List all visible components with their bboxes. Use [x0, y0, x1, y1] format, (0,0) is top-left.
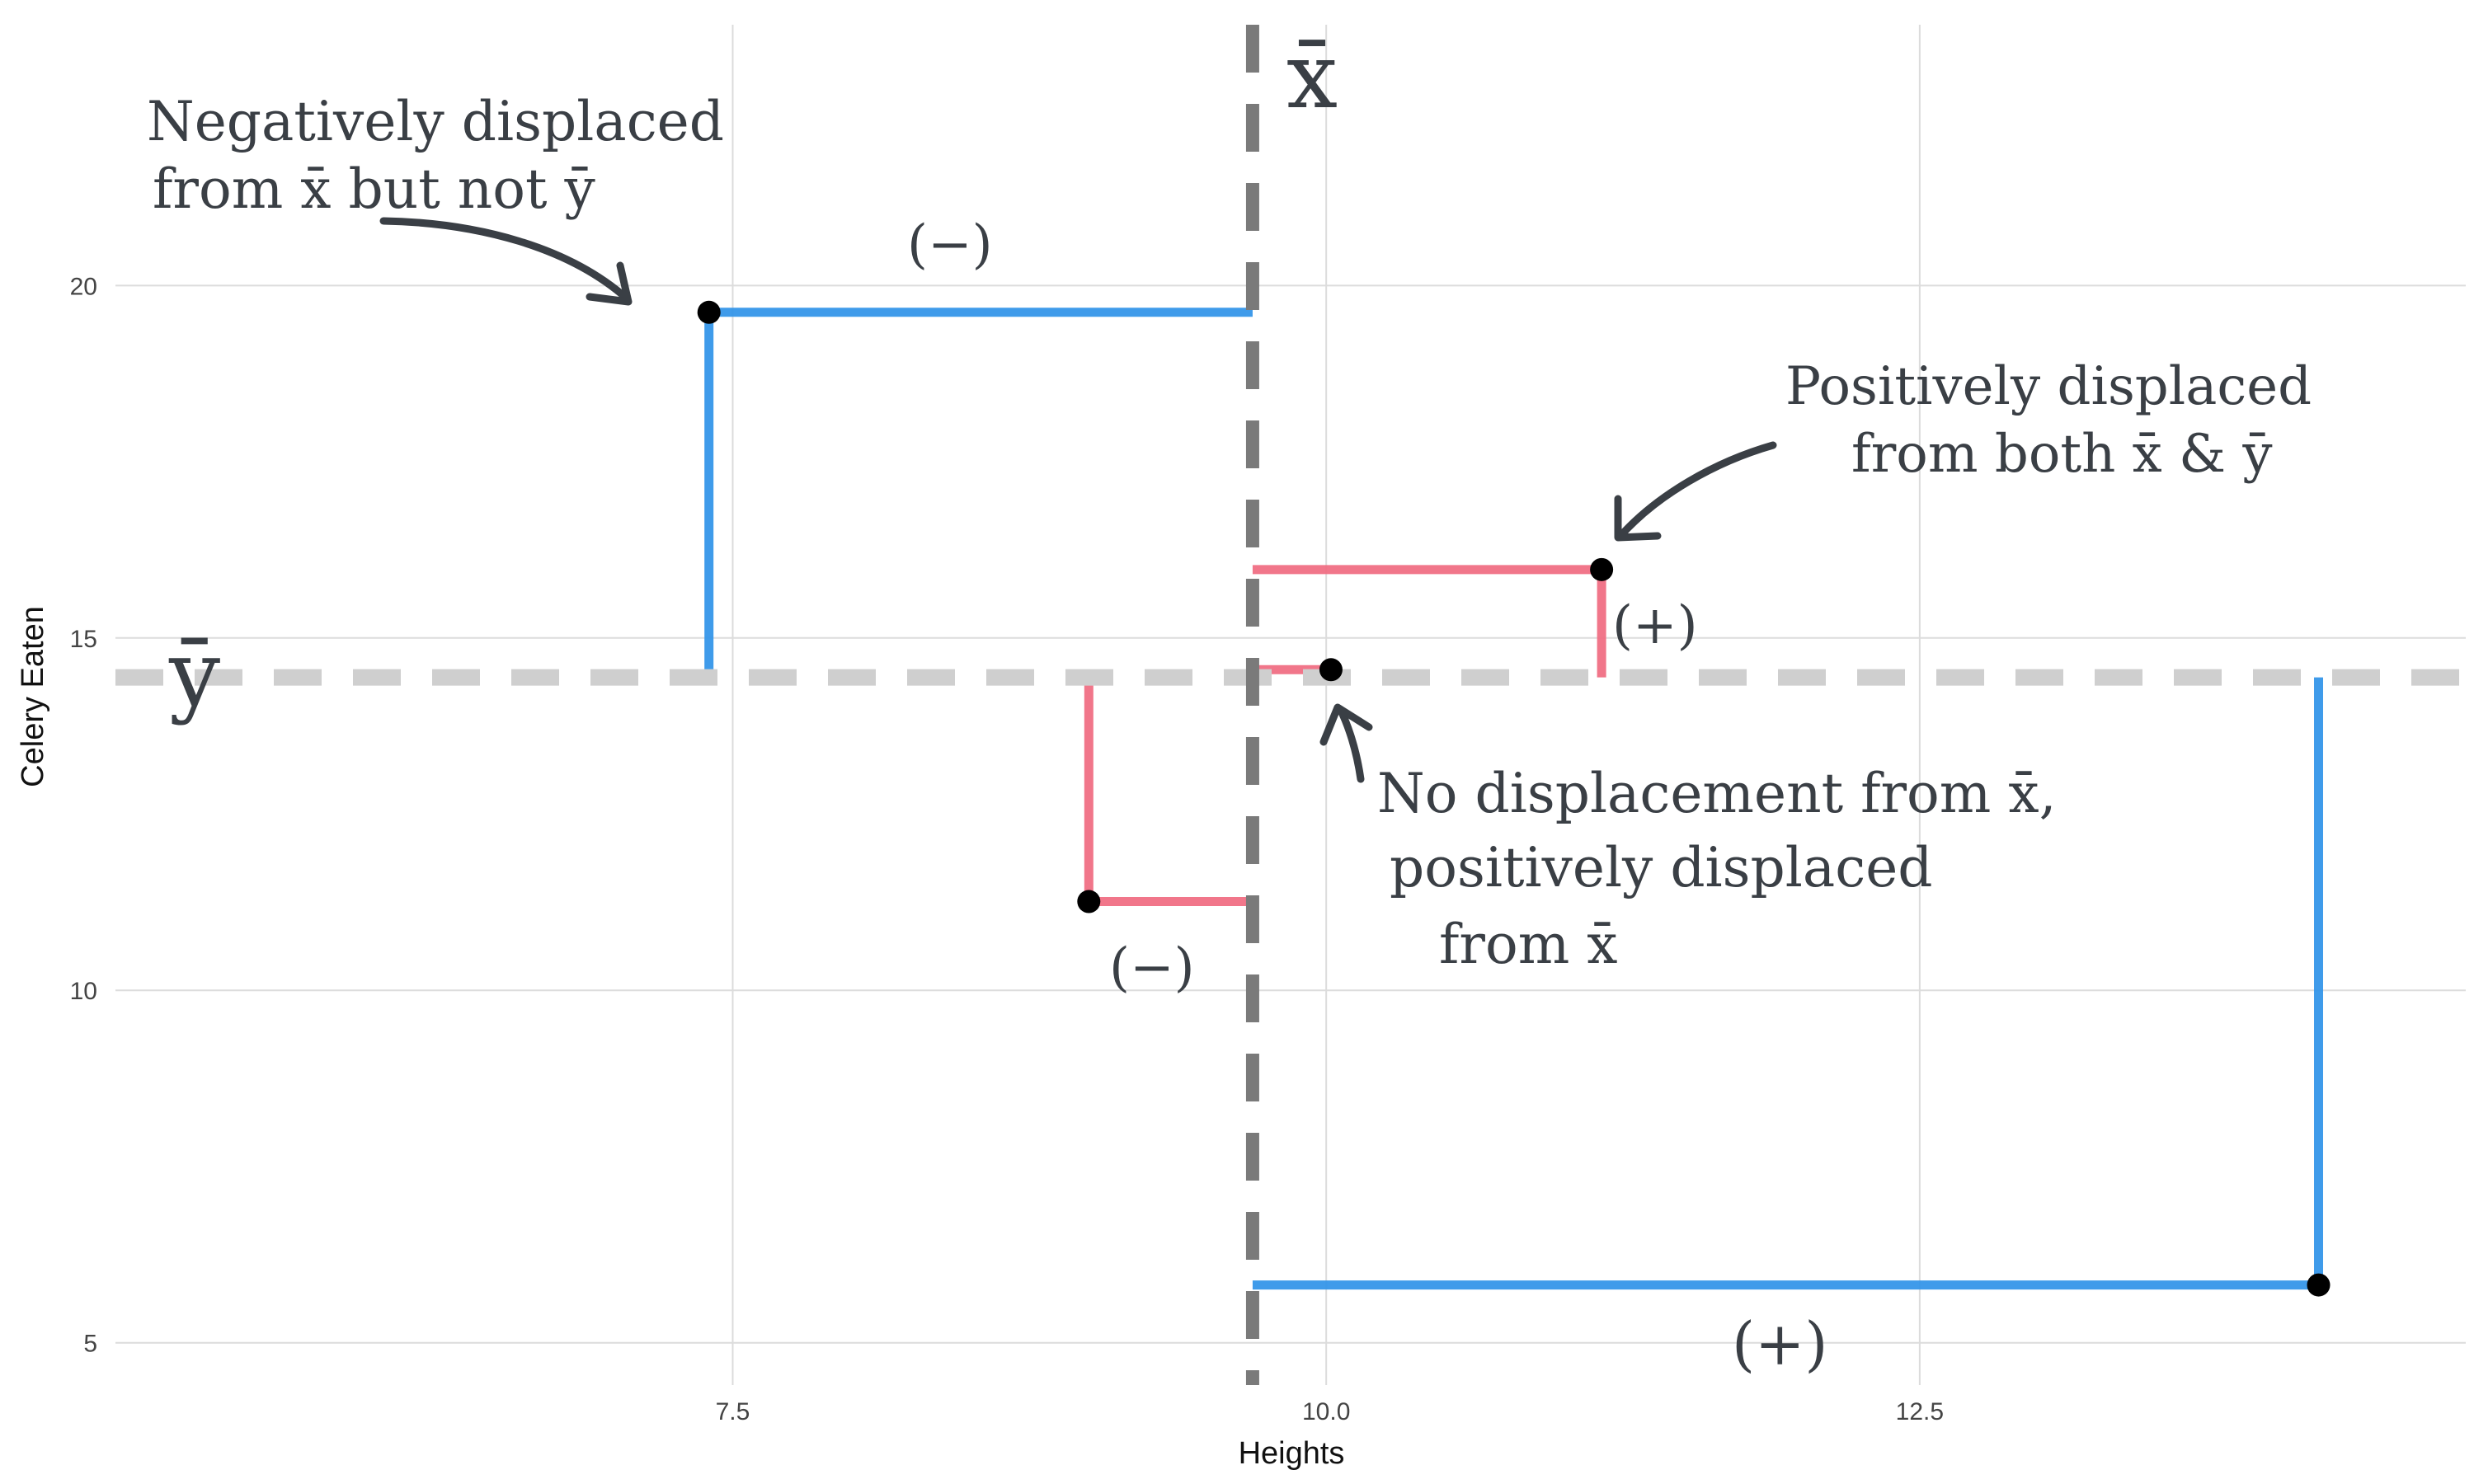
y-tick-label: 20 [70, 273, 97, 300]
x-tick-label: 7.5 [716, 1398, 750, 1425]
annotation-line: from both x̄ & ȳ [1851, 424, 2273, 485]
sign-label-bottom: (+) [1732, 1309, 1828, 1378]
annotation-no-displacement: No displacement from x̄, positively disp… [1319, 703, 2057, 976]
annotation-line: positively displaced [1390, 836, 1933, 899]
y-tick-label: 15 [70, 626, 97, 653]
data-point [1590, 557, 1614, 581]
annotation-line: No displacement from x̄, [1377, 762, 2057, 825]
deviation-segments [704, 308, 2324, 1290]
sign-label-top-left: (−) [907, 214, 993, 275]
data-point [1319, 658, 1343, 682]
x-axis-title: Heights [1239, 1436, 1345, 1471]
x-tick-label: 10.0 [1302, 1398, 1350, 1425]
data-point [1077, 890, 1101, 913]
mean-lines [115, 25, 2466, 1385]
annotation-line: Negatively displaced [147, 90, 724, 153]
annotation-arrow [379, 217, 631, 303]
y-mean-symbol: ȳ [168, 621, 220, 726]
grid-lines [115, 25, 2466, 1385]
x-mean-symbol: x̄ [1286, 23, 1338, 129]
y-axis-title: Celery Eaten [16, 606, 50, 787]
annotation-line: from x̄ but not ȳ [153, 157, 595, 221]
sign-label-right-upper: (+) [1612, 595, 1698, 656]
y-tick-label: 5 [83, 1331, 97, 1358]
annotation-negative-x: Negatively displaced from x̄ but not ȳ [147, 90, 724, 306]
tick-labels: 7.5 10.0 12.5 5 10 15 20 [70, 273, 1944, 1425]
data-point [2307, 1273, 2331, 1297]
annotation-arrow [1616, 441, 1777, 540]
sign-label-lower-left: (−) [1109, 937, 1195, 998]
annotation-positive-both: Positively displaced from both x̄ & ȳ [1614, 356, 2312, 542]
annotation-line: Positively displaced [1785, 356, 2312, 417]
data-point [697, 300, 721, 324]
data-points [697, 300, 2331, 1297]
y-tick-label: 10 [70, 978, 97, 1005]
x-tick-label: 12.5 [1896, 1398, 1944, 1425]
annotation-line: from x̄ [1439, 913, 1618, 976]
